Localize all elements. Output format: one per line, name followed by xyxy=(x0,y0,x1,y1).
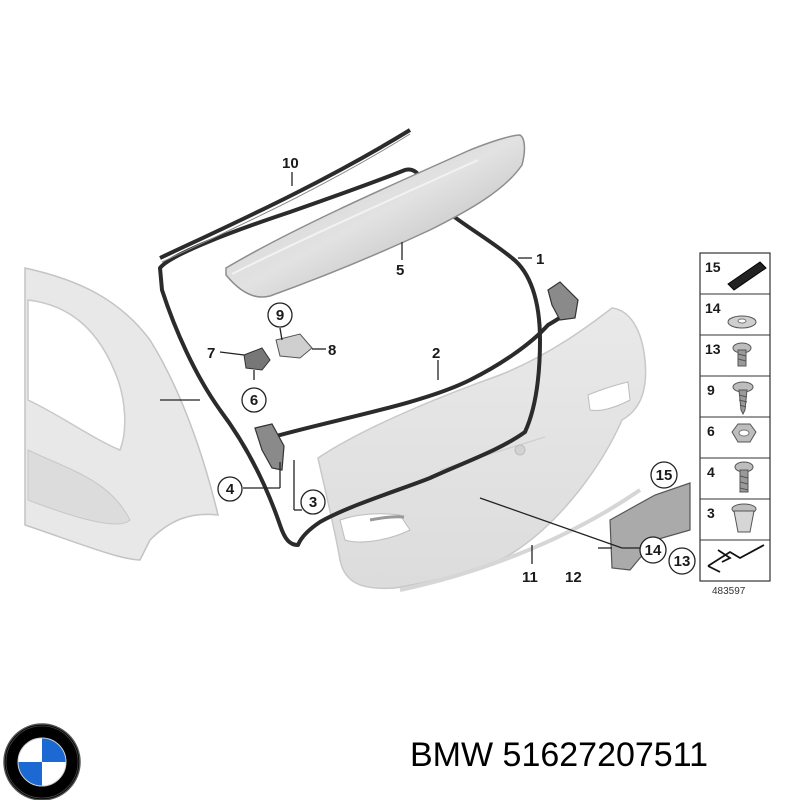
svg-text:6: 6 xyxy=(250,392,258,409)
roof-strip-part-10 xyxy=(159,128,412,260)
legend-number: 9 xyxy=(707,382,715,398)
washer-icon xyxy=(727,315,757,329)
leader-lines xyxy=(160,172,640,564)
legend-number: 15 xyxy=(705,259,721,275)
callout-12: 12 xyxy=(565,569,582,586)
callout-2: 2 xyxy=(432,345,440,362)
circled-callout-9: 9 xyxy=(267,302,293,328)
hinge-bracket-left xyxy=(254,423,285,471)
circled-callout-15: 15 xyxy=(650,461,678,489)
tailgate-lid xyxy=(317,307,647,590)
callout-7: 7 xyxy=(207,345,215,362)
fastener-direction-icon xyxy=(707,544,765,573)
circled-callout-3: 3 xyxy=(300,489,326,515)
reference-code: 483597 xyxy=(712,586,746,597)
svg-text:14: 14 xyxy=(645,542,662,559)
hex-nut-icon xyxy=(731,423,757,443)
callout-5: 5 xyxy=(396,262,404,279)
callout-11: 11 xyxy=(522,569,538,586)
torx-screw-icon xyxy=(732,342,752,367)
fastener-legend: 15 14 13 9 6 4 3 xyxy=(699,252,771,597)
bolt-icon xyxy=(734,461,754,493)
hinge-bracket-right xyxy=(547,281,579,321)
svg-text:9: 9 xyxy=(276,307,284,324)
legend-number: 3 xyxy=(707,505,715,521)
window-seal-part-2 xyxy=(261,304,574,442)
self-tapping-screw-icon xyxy=(732,381,754,416)
clip-part-8 xyxy=(275,333,313,359)
legend-number: 4 xyxy=(707,464,715,480)
circled-callout-13: 13 xyxy=(668,547,696,575)
callout-1: 1 xyxy=(536,251,544,268)
expanding-nut-icon xyxy=(731,503,757,533)
legend-number: 14 xyxy=(705,300,721,316)
trim-strip-part-11 xyxy=(399,488,642,592)
side-body-panel xyxy=(24,267,219,561)
bmw-logo xyxy=(3,723,81,800)
callout-8: 8 xyxy=(328,342,336,359)
part-number-caption: BMW 51627207511 xyxy=(410,736,709,774)
circled-callout-14: 14 xyxy=(639,536,667,564)
callout-10: 10 xyxy=(282,155,299,172)
svg-text:3: 3 xyxy=(309,494,317,511)
svg-text:13: 13 xyxy=(674,553,691,570)
legend-number: 6 xyxy=(707,423,715,439)
spoiler-part-5 xyxy=(225,134,526,298)
foam-strip-icon xyxy=(727,261,767,291)
svg-text:15: 15 xyxy=(656,467,673,484)
svg-text:4: 4 xyxy=(226,481,235,498)
gasket-part-1 xyxy=(158,167,542,547)
legend-number: 13 xyxy=(705,341,721,357)
clip-part-7 xyxy=(243,347,271,371)
circled-callout-6: 6 xyxy=(241,387,267,413)
circled-callout-4: 4 xyxy=(217,476,243,502)
